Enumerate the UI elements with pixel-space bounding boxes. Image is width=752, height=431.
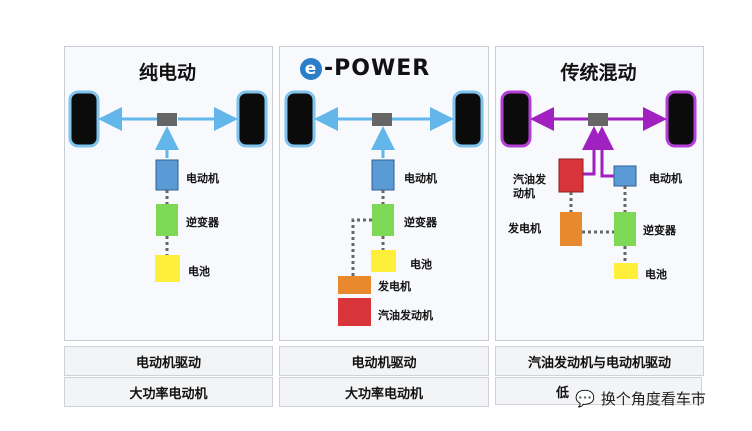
engine-box [558,158,584,193]
wheel-right [236,90,268,148]
motor-box [613,165,637,187]
inverter-box [614,212,636,246]
e-power-logo-e: e [300,57,322,80]
differential [372,113,392,126]
label-generator: 发电机 [378,280,411,293]
inverter-box [372,204,394,236]
motor-to-diff-arrow [590,126,614,178]
engine-to-diff-arrow [582,126,606,176]
label-inverter: 逆变器 [404,216,437,229]
label-battery: 电池 [188,265,210,278]
battery-box [155,255,180,282]
generator-box [560,212,582,246]
wheel-right [665,90,697,148]
table-cell-motor-3-text: 低 [556,385,570,401]
wheel-right [452,90,484,148]
engine-box [338,298,371,326]
label-inverter: 逆变器 [186,216,219,229]
link-inverter-generator [351,218,372,276]
panel-title-traditional-hybrid: 传统混动 [560,62,637,84]
generator-box [338,276,371,294]
label-motor: 电动机 [649,172,682,185]
pure-electric-drivetrain [68,90,268,282]
label-motor: 电动机 [404,172,437,185]
battery-box [614,263,638,279]
differential [157,113,177,126]
panel-title-pure-electric: 纯电动 [138,62,196,84]
label-engine: 汽油发动机 [378,309,433,322]
motor-box [155,159,179,191]
table-cell-drive-2: 电动机驱动 [279,346,489,376]
table-cell-motor-3: 低 [495,377,702,405]
label-generator: 发电机 [508,222,541,235]
table-cell-motor-2: 大功率电动机 [279,377,489,407]
label-battery: 电池 [645,268,667,281]
label-motor: 电动机 [186,172,219,185]
wechat-icon: 💬 [575,389,595,408]
watermark-text: 换个角度看车市 [600,390,706,408]
label-battery: 电池 [410,258,432,271]
label-engine: 汽油发动机 [513,173,546,200]
wheel-left [68,90,100,148]
wheel-left [284,90,316,148]
differential [588,113,608,126]
motor-box [371,159,395,191]
table-cell-drive-3: 汽油发动机与电动机驱动 [495,346,704,376]
watermark: 💬 换个角度看车市 [575,388,706,409]
panel-title-e-power: e -POWER [300,56,430,81]
table-cell-drive-1: 电动机驱动 [64,346,273,376]
table-cell-motor-1: 大功率电动机 [64,377,273,407]
hybrid-drivetrain [500,90,697,279]
inverter-box [156,204,178,236]
label-inverter: 逆变器 [643,224,676,237]
wheel-left [500,90,532,148]
battery-box [371,250,396,272]
e-power-logo-text: -POWER [324,56,431,81]
e-power-drivetrain [284,90,484,326]
